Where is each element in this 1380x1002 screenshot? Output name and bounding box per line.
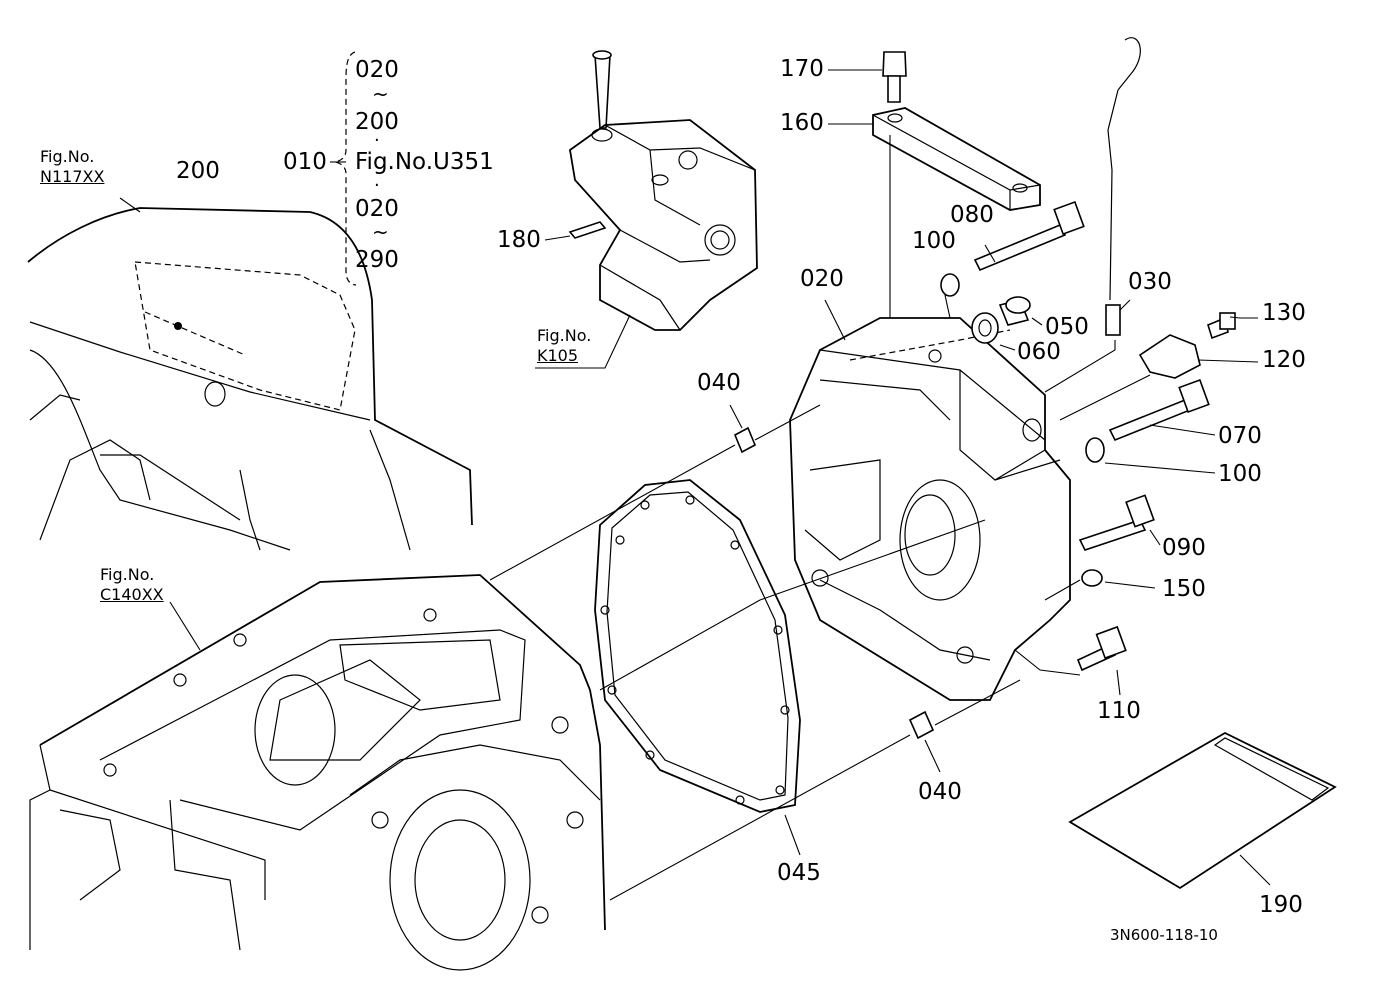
group-row: 290 <box>355 247 399 273</box>
figure-ref-n117xx-line2: N117XX <box>40 167 105 186</box>
part-label-050[interactable]: 050 <box>1045 314 1089 340</box>
part-label-100-upper[interactable]: 100 <box>912 228 956 254</box>
part-label-040-upper[interactable]: 040 <box>697 370 741 396</box>
part-label-120[interactable]: 120 <box>1262 347 1306 373</box>
part-label-110[interactable]: 110 <box>1097 698 1141 724</box>
part-label-020[interactable]: 020 <box>800 266 844 292</box>
part-label-060[interactable]: 060 <box>1017 339 1061 365</box>
part-label-150[interactable]: 150 <box>1162 576 1206 602</box>
group-row-fig-u351[interactable]: Fig.No.U351 <box>355 149 494 175</box>
bolts-drawing <box>940 200 1259 696</box>
alignment-lines <box>489 404 1081 901</box>
figure-ref-c140xx-line1: Fig.No. <box>100 565 155 584</box>
document-sheet-190-drawing <box>1068 731 1337 890</box>
part-label-190[interactable]: 190 <box>1259 892 1303 918</box>
part-label-200[interactable]: 200 <box>176 158 220 184</box>
cover-n117xx-drawing <box>27 197 473 551</box>
figure-ref-k105[interactable]: Fig.No. K105 <box>537 326 591 366</box>
part-label-070[interactable]: 070 <box>1218 423 1262 449</box>
plate-160-drawing <box>828 51 1041 318</box>
group-row: ~ <box>372 220 389 244</box>
part-label-160[interactable]: 160 <box>780 110 824 136</box>
figure-ref-c140xx-line2: C140XX <box>100 585 164 604</box>
figure-ref-n117xx-line1: Fig.No. <box>40 147 95 166</box>
group-row: 020 <box>355 196 399 222</box>
group-row: · <box>374 175 380 196</box>
figure-ref-n117xx[interactable]: Fig.No. N117XX <box>40 147 104 187</box>
diagram-code: 3N600-118-10 <box>1110 926 1218 944</box>
part-label-080[interactable]: 080 <box>950 202 994 228</box>
group-label-010[interactable]: 010 <box>283 149 327 175</box>
hitch-bracket-k105-drawing <box>535 50 758 369</box>
group-row: 200 <box>355 109 399 135</box>
group-row: ~ <box>372 82 389 106</box>
part-label-180[interactable]: 180 <box>497 227 541 253</box>
figure-ref-k105-line2: K105 <box>537 346 579 365</box>
gasket-045-drawing <box>594 479 801 856</box>
part-label-170[interactable]: 170 <box>780 56 824 82</box>
figure-ref-c140xx[interactable]: Fig.No. C140XX <box>100 565 164 605</box>
part-label-030[interactable]: 030 <box>1128 269 1172 295</box>
part-label-100-lower[interactable]: 100 <box>1218 461 1262 487</box>
part-label-090[interactable]: 090 <box>1162 535 1206 561</box>
figure-ref-k105-line1: Fig.No. <box>537 326 592 345</box>
transmission-case-drawing <box>29 574 606 971</box>
part-label-045[interactable]: 045 <box>777 860 821 886</box>
dowel-pins-drawing <box>729 404 941 773</box>
group-bracket <box>330 51 357 286</box>
part-label-040-lower[interactable]: 040 <box>918 779 962 805</box>
group-row: · <box>374 130 380 151</box>
dipstick-drawing <box>1044 37 1141 393</box>
housing-020-drawing <box>789 299 1081 701</box>
group-row: 020 <box>355 57 399 83</box>
part-label-130[interactable]: 130 <box>1262 300 1306 326</box>
